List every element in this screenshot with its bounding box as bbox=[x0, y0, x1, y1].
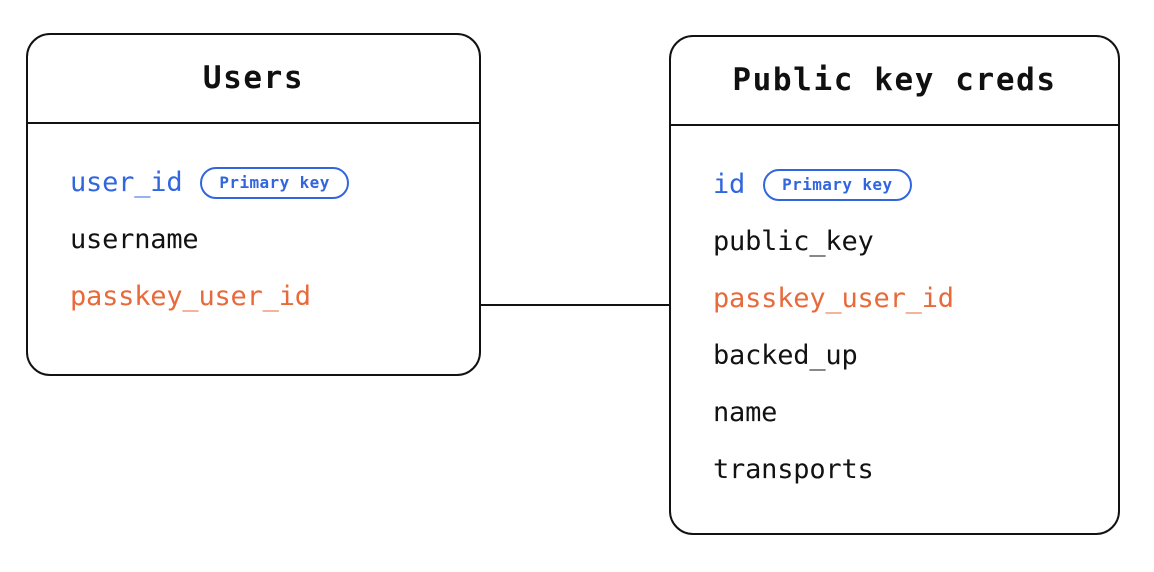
field-name-public-key: public_key bbox=[713, 226, 874, 257]
entity-users-title: Users bbox=[202, 60, 305, 96]
field-name-name: name bbox=[713, 397, 778, 428]
entity-users-header: Users bbox=[28, 35, 479, 124]
field-row[interactable]: transports bbox=[671, 441, 1118, 498]
entity-public-key-creds[interactable]: Public key creds id Primary key public_k… bbox=[669, 35, 1120, 535]
entity-public-key-creds-header: Public key creds bbox=[671, 37, 1118, 126]
field-row[interactable]: public_key bbox=[671, 213, 1118, 270]
entity-public-key-creds-title: Public key creds bbox=[732, 62, 1057, 98]
field-name-transports: transports bbox=[713, 454, 874, 485]
field-row[interactable]: username bbox=[28, 211, 479, 268]
field-row[interactable]: passkey_user_id bbox=[28, 268, 479, 325]
field-row[interactable]: backed_up bbox=[671, 327, 1118, 384]
primary-key-badge: Primary key bbox=[200, 166, 349, 199]
field-row[interactable]: name bbox=[671, 384, 1118, 441]
entity-users[interactable]: Users user_id Primary key username passk… bbox=[26, 33, 481, 376]
field-name-user-id: user_id bbox=[70, 167, 183, 198]
field-name-username: username bbox=[70, 224, 199, 255]
primary-key-badge-label: Primary key bbox=[219, 172, 330, 192]
field-name-passkey-user-id: passkey_user_id bbox=[713, 283, 954, 314]
field-name-backed-up: backed_up bbox=[713, 340, 858, 371]
field-name-id: id bbox=[713, 169, 746, 200]
entity-users-fields: user_id Primary key username passkey_use… bbox=[28, 124, 479, 325]
primary-key-badge: Primary key bbox=[763, 168, 912, 201]
field-row[interactable]: passkey_user_id bbox=[671, 270, 1118, 327]
field-row[interactable]: user_id Primary key bbox=[28, 154, 479, 211]
relationship-line-users-to-public-key-creds[interactable] bbox=[479, 304, 671, 307]
field-row[interactable]: id Primary key bbox=[671, 156, 1118, 213]
primary-key-badge-label: Primary key bbox=[782, 174, 893, 194]
field-name-passkey-user-id: passkey_user_id bbox=[70, 281, 311, 312]
entity-public-key-creds-fields: id Primary key public_key passkey_user_i… bbox=[671, 126, 1118, 498]
